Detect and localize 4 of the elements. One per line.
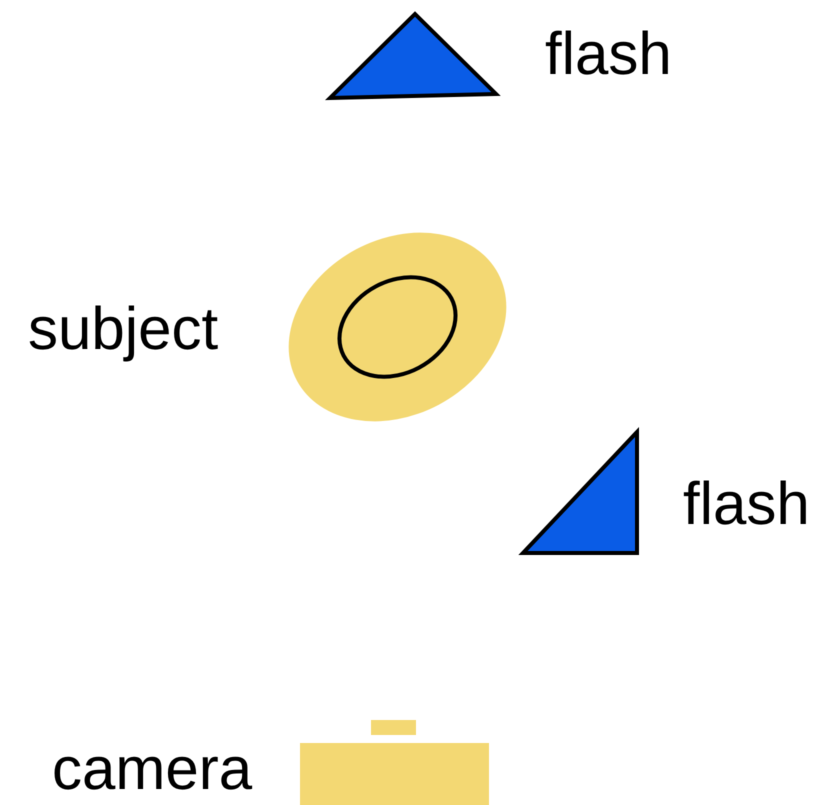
shape-label: flash <box>683 469 810 539</box>
shape-label: camera <box>52 734 252 804</box>
shape-label: subject <box>28 294 218 364</box>
shape-label: flash <box>545 19 672 89</box>
